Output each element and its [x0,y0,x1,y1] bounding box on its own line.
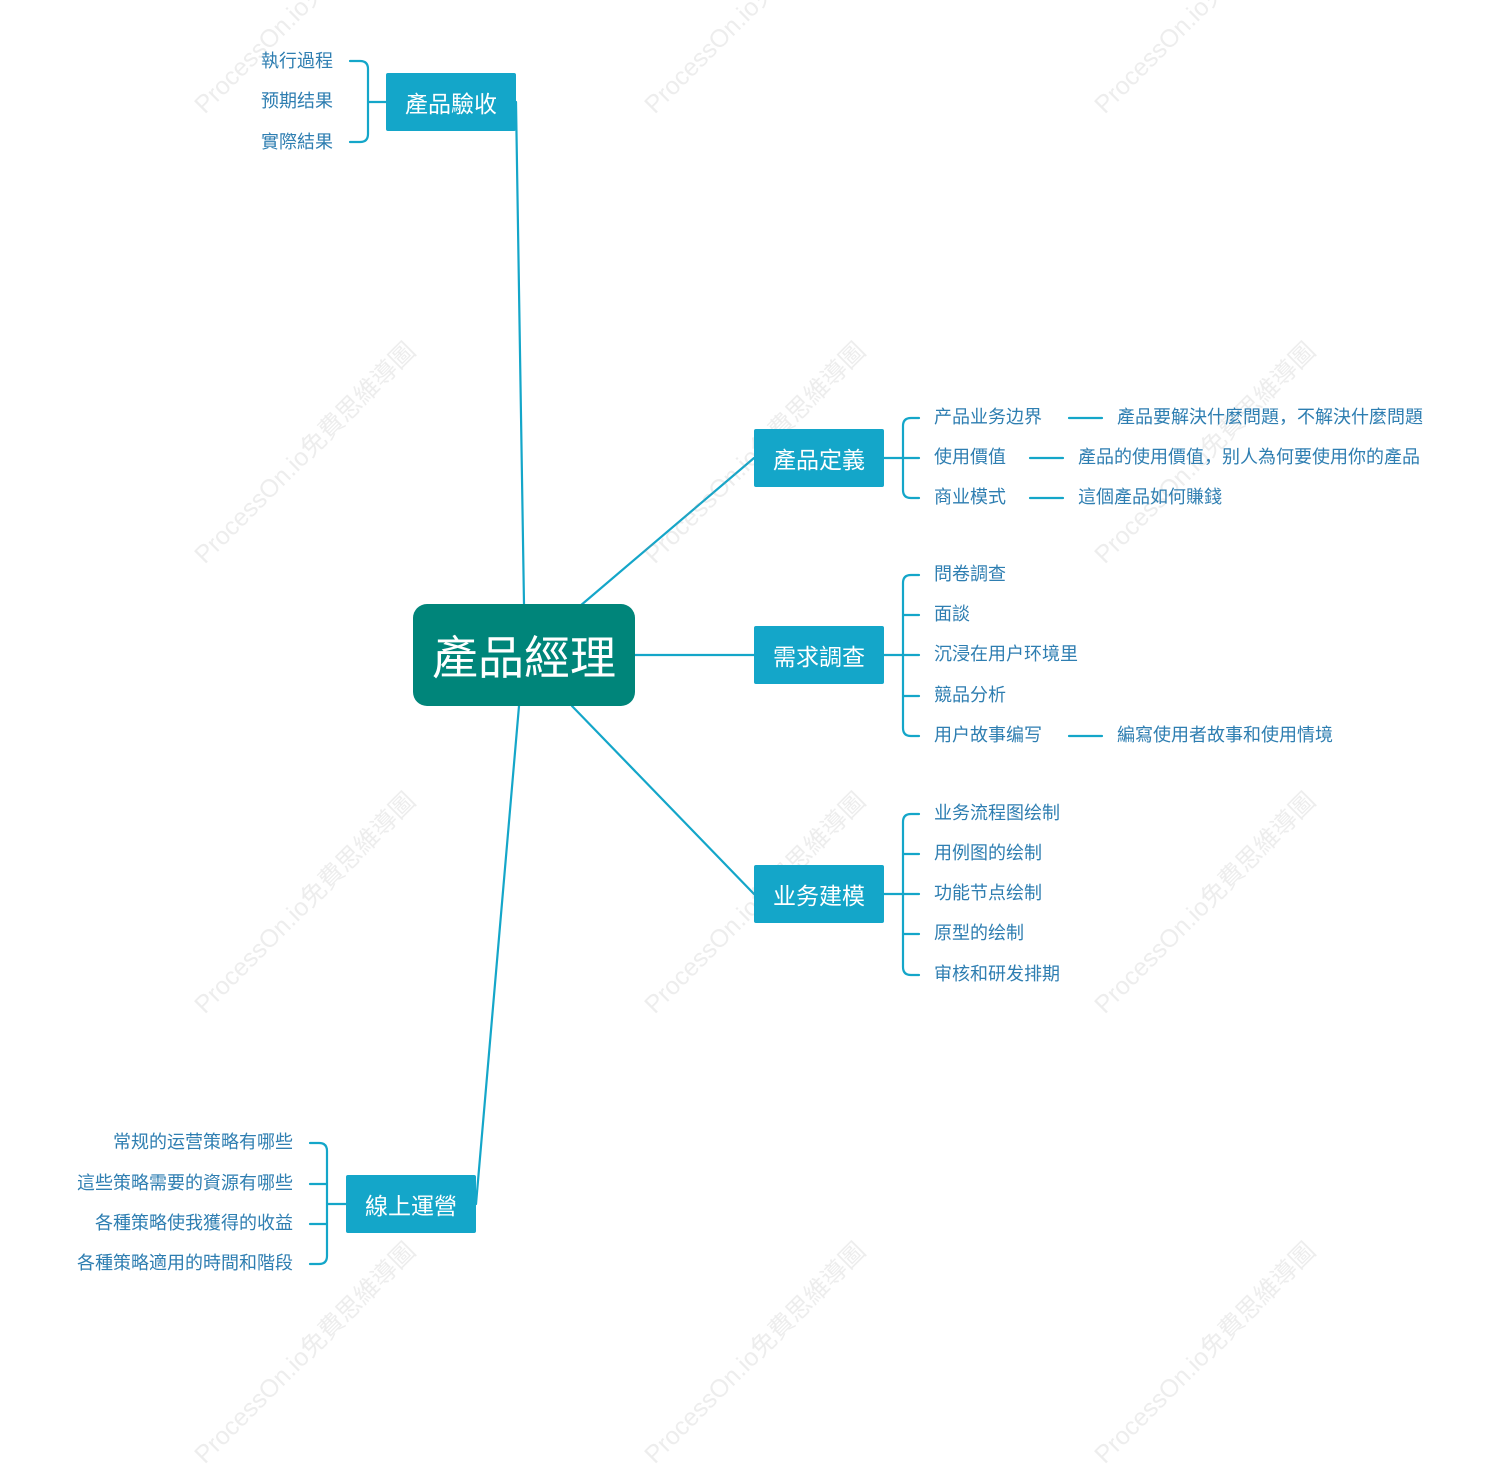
leaf-definition-2[interactable]: 使用價值 [934,447,1006,468]
branch-modeling[interactable]: 业务建模 [754,865,884,923]
bracket-acceptance [348,59,388,144]
bracket-modeling [882,812,921,977]
leaf-operations-4[interactable]: 各種策略適用的時間和階段 [77,1253,293,1274]
leaf-modeling-3[interactable]: 功能节点绘制 [934,883,1042,904]
leaf-operations-3[interactable]: 各種策略使我獲得的收益 [95,1213,293,1234]
branch-definition[interactable]: 產品定義 [754,429,884,487]
leaf-definition-3-detail[interactable]: 這個產品如何賺錢 [1078,487,1222,508]
leaf-modeling-1[interactable]: 业务流程图绘制 [934,803,1060,824]
leaf-research-5-detail[interactable]: 編寫使用者故事和使用情境 [1117,725,1333,746]
bracket-definition [882,416,921,500]
leaf-definition-1[interactable]: 产品业务边界 [934,407,1042,428]
leaf-modeling-5[interactable]: 审核和研发排期 [934,964,1060,985]
connector-lines [308,59,1104,1266]
branch-research[interactable]: 需求調查 [754,626,884,684]
leaf-research-5[interactable]: 用户故事编写 [934,725,1042,746]
leaf-research-4[interactable]: 競品分析 [934,685,1006,706]
leaf-modeling-2[interactable]: 用例图的绘制 [934,843,1042,864]
root-node[interactable]: 產品經理 [413,604,635,706]
leaf-acceptance-3[interactable]: 實際結果 [261,132,333,153]
leaf-modeling-4[interactable]: 原型的绘制 [934,923,1024,944]
leaf-definition-1-detail[interactable]: 產品要解決什麼問題，不解決什麼問題 [1117,407,1423,428]
bracket-research [882,573,921,738]
link-root-modeling [570,704,756,896]
leaf-research-2[interactable]: 面談 [934,604,970,625]
bracket-operations [308,1141,348,1266]
branch-operations[interactable]: 線上運營 [346,1175,476,1233]
leaf-operations-2[interactable]: 這些策略需要的資源有哪些 [77,1173,293,1194]
leaf-definition-3[interactable]: 商业模式 [934,487,1006,508]
leaf-acceptance-1[interactable]: 執行過程 [261,51,333,72]
branch-acceptance[interactable]: 產品驗收 [386,73,516,131]
link-root-operations [474,704,521,1206]
leaf-operations-1[interactable]: 常规的运营策略有哪些 [113,1132,293,1153]
link-root-acceptance [514,100,526,606]
leaf-acceptance-2[interactable]: 预期结果 [261,91,333,112]
link-root-definition [578,456,756,608]
leaf-research-1[interactable]: 問卷調查 [934,564,1006,585]
leaf-research-3[interactable]: 沉浸在用户环境里 [934,644,1078,665]
leaf-definition-2-detail[interactable]: 產品的使用價值，别人為何要使用你的產品 [1078,447,1420,468]
